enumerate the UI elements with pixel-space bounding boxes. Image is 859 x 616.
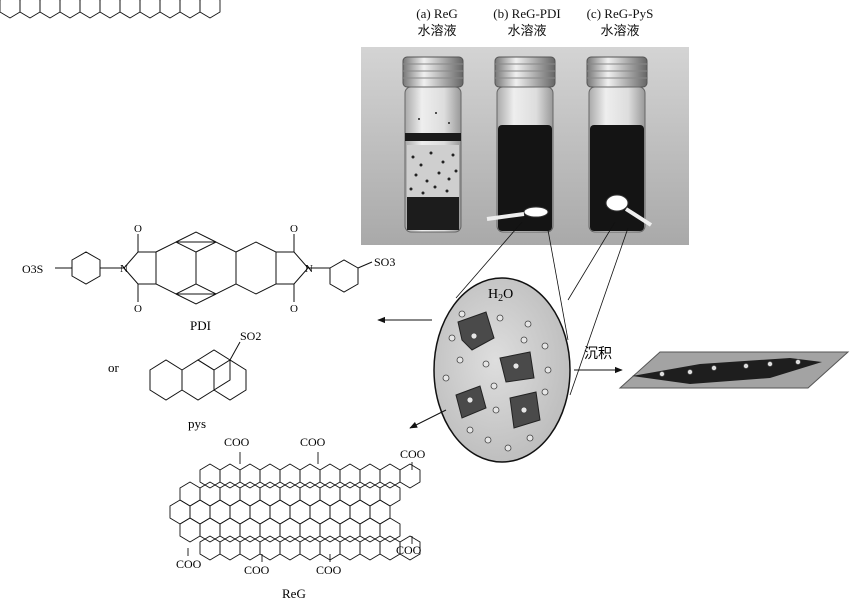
pdi-structure <box>55 232 372 304</box>
pdi-atom-o1: O <box>134 223 142 235</box>
deposit-label: 沉积 <box>584 346 612 362</box>
reg-name: ReG <box>282 586 306 601</box>
solution-bubble: H2O <box>434 278 570 462</box>
or-label: or <box>108 360 120 375</box>
reg-structure <box>0 0 420 562</box>
pdi-atom-o2: O <box>134 303 142 315</box>
reg-group-5: COO <box>244 563 270 577</box>
pdi-name: PDI <box>190 318 211 333</box>
pys-structure <box>150 342 246 400</box>
reg-group-4: COO <box>176 557 202 571</box>
pdi-atom-o4: O <box>290 303 298 315</box>
pdi-atom-n-right: N <box>305 263 313 275</box>
reg-group-1: COO <box>224 435 250 449</box>
pdi-atom-o3: O <box>290 223 298 235</box>
arrow-to-reg <box>410 410 446 428</box>
reg-group-6: COO <box>316 563 342 577</box>
pdi-right-group: SO3 <box>374 255 395 269</box>
deposited-film <box>620 352 848 388</box>
reg-group-2: COO <box>300 435 326 449</box>
pdi-left-group: O3S <box>22 262 43 276</box>
pys-name: pys <box>188 416 206 431</box>
pdi-atom-n-left: N <box>120 263 128 275</box>
reg-group-3: COO <box>400 447 426 461</box>
pys-group: SO2 <box>240 329 261 343</box>
reg-group-7: COO <box>396 543 422 557</box>
